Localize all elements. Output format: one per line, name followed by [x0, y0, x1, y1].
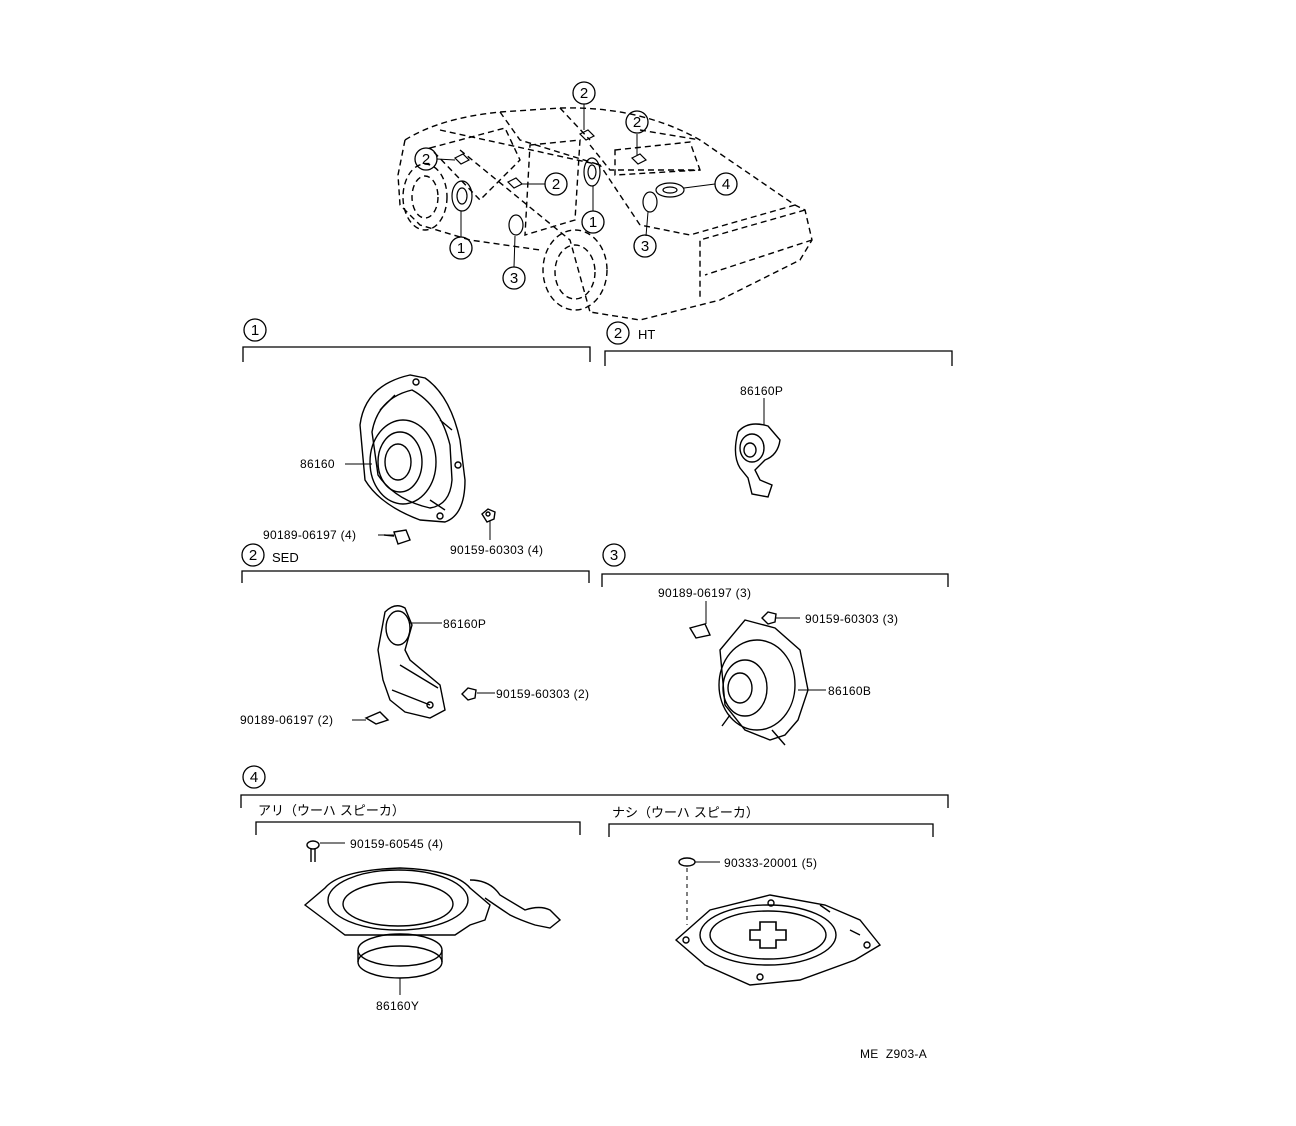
woofer-bolt [306, 840, 320, 862]
ht-tweeter-illustration [734, 423, 781, 498]
section2-sed-variant: SED [272, 550, 299, 565]
part-90159-60303-4: 90159-60303 (4) [450, 543, 543, 557]
section1-leaders [345, 463, 491, 540]
car-marker-3-right: 3 [641, 238, 649, 255]
section3-number: 3 [610, 547, 618, 564]
section1-number: 1 [251, 322, 259, 339]
part-86160p-ht: 86160P [740, 384, 783, 398]
car-marker-1-left: 1 [457, 240, 465, 257]
part-90333-20001-5: 90333-20001 (5) [724, 856, 817, 870]
sed-nut [461, 687, 477, 701]
car-marker-2-rear: 2 [633, 114, 641, 131]
car-marker-4: 4 [722, 176, 730, 193]
car-marker-2-front-door: 2 [552, 176, 560, 193]
sed-tweeter-illustration [377, 605, 446, 719]
section2-sed-number: 2 [249, 547, 257, 564]
car-markers [414, 81, 738, 290]
clip-leaders [686, 861, 720, 925]
car-marker-2-right-pillar: 2 [580, 85, 588, 102]
car-marker-3-left: 3 [510, 270, 518, 287]
part-90189-06197-4: 90189-06197 (4) [263, 528, 356, 542]
sed-screw [364, 711, 390, 725]
section4-without-woofer-heading: ナシ（ウーハ スピーカ） [612, 806, 759, 821]
section4-number: 4 [250, 769, 258, 786]
part-86160y: 86160Y [376, 999, 419, 1013]
front-door-speaker-illustration [359, 374, 466, 523]
diagram-reference-code: ME Z903-A [860, 1047, 927, 1061]
section3-screw [688, 623, 711, 639]
part-90159-60303-3: 90159-60303 (3) [805, 612, 898, 626]
section3-nut [761, 611, 777, 625]
part-90189-06197-3: 90189-06197 (3) [658, 586, 751, 600]
cover-plate-illustration [674, 894, 882, 986]
section4-with-woofer-heading: アリ（ウーハ スピーカ） [258, 804, 405, 819]
sed-leaders [352, 622, 495, 721]
part-86160: 86160 [300, 457, 335, 471]
car-leader-lines [436, 104, 716, 268]
section-brackets [240, 346, 953, 837]
car-overview-illustration [397, 107, 813, 321]
clip-part [678, 857, 696, 867]
part-90159-60303-2: 90159-60303 (2) [496, 687, 589, 701]
woofer-leaders [320, 842, 401, 995]
car-marker-2-left-pillar: 2 [422, 151, 430, 168]
part-86160b: 86160B [828, 684, 871, 698]
woofer-illustration [303, 867, 562, 979]
part-90159-60545-4: 90159-60545 (4) [350, 837, 443, 851]
section2-ht-number: 2 [614, 325, 622, 342]
section-number-circles [241, 318, 630, 789]
section1-screw [383, 529, 411, 545]
car-speaker-locations [451, 129, 685, 236]
car-marker-1-right: 1 [589, 214, 597, 231]
part-86160p-sed: 86160P [443, 617, 486, 631]
section2-ht-variant: HT [638, 327, 655, 342]
section1-nut [481, 508, 496, 523]
rear-speaker-illustration [718, 619, 809, 746]
section3-leaders [705, 601, 826, 691]
part-90189-06197-2: 90189-06197 (2) [240, 713, 333, 727]
